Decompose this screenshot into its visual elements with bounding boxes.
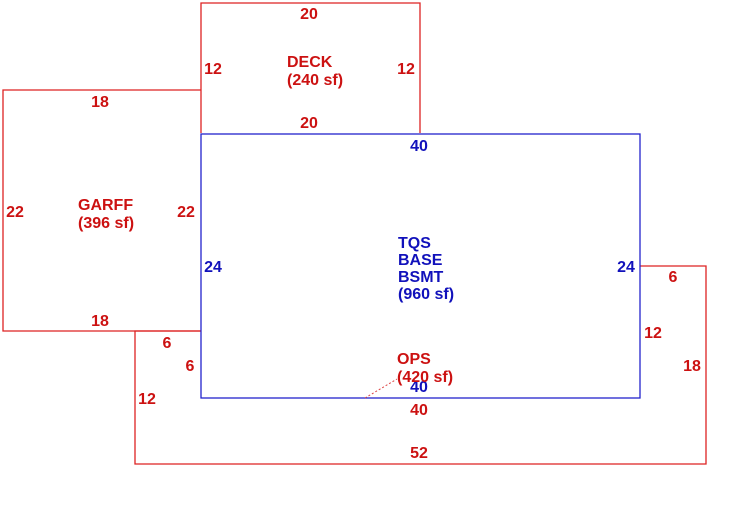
ops-area: (420 sf) [397,369,453,386]
base-label-line1: TQS [398,235,431,252]
deck-dim-top: 20 [300,6,318,23]
deck-dim-left: 12 [204,61,222,78]
ops-outline [134,265,707,465]
ops-dim-notch-side: 6 [186,358,195,375]
garage-area: (396 sf) [78,215,134,232]
deck-area: (240 sf) [287,72,343,89]
base-dim-left: 24 [204,259,222,276]
garage-name: GARFF [78,197,133,214]
ops-name: OPS [397,351,431,368]
garage-dim-right: 22 [177,204,195,221]
ops-dim-left: 12 [138,391,156,408]
base-dim-right: 24 [617,259,635,276]
ops-dim-right-outer: 18 [683,358,701,375]
ops-dim-right-top: 6 [669,269,678,286]
base-dim-bottom: 40 [410,379,428,396]
base-dim-top: 40 [410,138,428,155]
garage-dim-top: 18 [91,94,109,111]
deck-name: DECK [287,54,333,71]
deck-outline [200,2,421,133]
ops-dim-right-inner: 12 [644,325,662,342]
deck-dim-right: 12 [397,61,415,78]
ops-leader-line [364,378,398,399]
ops-dim-inner-bottom: 40 [410,402,428,419]
garage-dim-bottom: 18 [91,313,109,330]
base-label-line2: BASE [398,252,443,269]
garage-dim-left: 22 [6,204,24,221]
base-label-line3: BSMT [398,269,444,286]
ops-dim-notch-top: 6 [163,335,172,352]
ops-dim-bottom: 52 [410,445,428,462]
base-outline [200,133,641,399]
garage-outline [2,89,201,332]
base-area: (960 sf) [398,286,454,303]
deck-dim-bottom: 20 [300,115,318,132]
